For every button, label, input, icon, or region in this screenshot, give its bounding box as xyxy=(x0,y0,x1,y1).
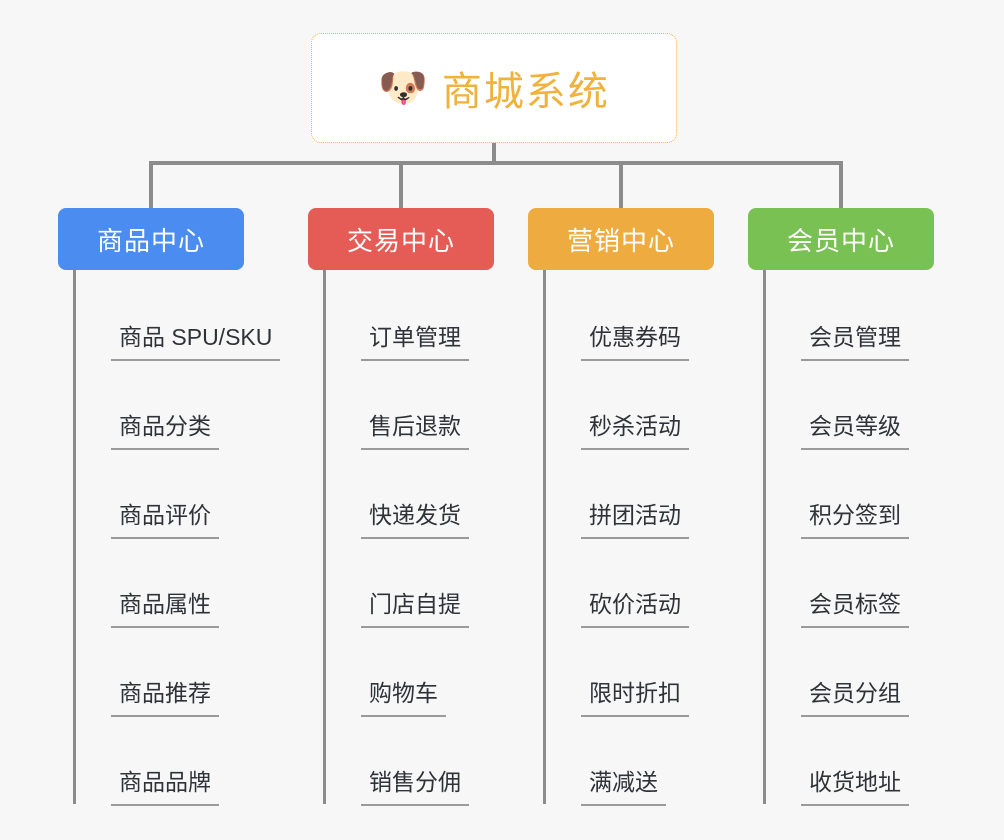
list-item[interactable]: 商品属性 xyxy=(76,537,280,628)
list-item[interactable]: 积分签到 xyxy=(766,448,934,539)
leaf-label: 会员标签 xyxy=(801,585,909,628)
list-item[interactable]: 商品评价 xyxy=(76,448,280,539)
list-item[interactable]: 商品品牌 xyxy=(76,715,280,806)
leaf-label: 会员等级 xyxy=(801,407,909,450)
list-item[interactable]: 商品推荐 xyxy=(76,626,280,717)
list-item[interactable]: 满减送 xyxy=(546,715,714,806)
list-item[interactable]: 购物车 xyxy=(326,626,494,717)
category-header-label: 会员中心 xyxy=(786,225,895,256)
leaf-label: 商品分类 xyxy=(111,407,219,450)
category-header-label: 商品中心 xyxy=(96,225,205,256)
category-column-marketing-center: 营销中心 优惠券码 秒杀活动 拼团活动 砍价活动 限时折扣 满减送 xyxy=(528,208,714,806)
leaf-label: 快递发货 xyxy=(361,496,469,539)
list-item[interactable]: 销售分佣 xyxy=(326,715,494,806)
leaf-label: 优惠券码 xyxy=(581,318,689,361)
connector-drop-trade-center xyxy=(399,161,403,208)
leaf-label: 积分签到 xyxy=(801,496,909,539)
leaf-label: 商品评价 xyxy=(111,496,219,539)
leaf-label: 会员分组 xyxy=(801,674,909,717)
category-branch-trade-center: 订单管理 售后退款 快递发货 门店自提 购物车 销售分佣 xyxy=(323,270,494,806)
leaf-label: 商品属性 xyxy=(111,585,219,628)
root-node[interactable]: 🐶 商城系统 xyxy=(311,33,677,143)
leaf-label: 会员管理 xyxy=(801,318,909,361)
list-item[interactable]: 商品 SPU/SKU xyxy=(76,270,281,361)
connector-drop-marketing-center xyxy=(619,161,623,208)
leaf-label: 订单管理 xyxy=(361,318,469,361)
leaf-label: 拼团活动 xyxy=(581,496,689,539)
category-column-product-center: 商品中心 商品 SPU/SKU 商品分类 商品评价 商品属性 商品推荐 商品品牌 xyxy=(58,208,281,806)
leaf-label: 售后退款 xyxy=(361,407,469,450)
category-branch-product-center: 商品 SPU/SKU 商品分类 商品评价 商品属性 商品推荐 商品品牌 xyxy=(73,270,281,806)
list-item[interactable]: 快递发货 xyxy=(326,448,494,539)
list-item[interactable]: 会员分组 xyxy=(766,626,934,717)
connector-horizontal-bus xyxy=(149,161,843,165)
leaf-label: 商品 SPU/SKU xyxy=(111,318,281,361)
leaf-label: 秒杀活动 xyxy=(581,407,689,450)
category-branch-member-center: 会员管理 会员等级 积分签到 会员标签 会员分组 收货地址 xyxy=(763,270,934,806)
category-column-trade-center: 交易中心 订单管理 售后退款 快递发货 门店自提 购物车 销售分佣 xyxy=(308,208,494,806)
shiba-dog-face-icon: 🐶 xyxy=(378,66,428,110)
connector-drop-member-center xyxy=(839,161,843,208)
list-item[interactable]: 订单管理 xyxy=(326,270,494,361)
leaf-label: 收货地址 xyxy=(801,763,909,806)
category-header-label: 营销中心 xyxy=(566,225,675,256)
category-header-label: 交易中心 xyxy=(346,225,455,256)
list-item[interactable]: 商品分类 xyxy=(76,359,280,450)
leaf-label: 商品品牌 xyxy=(111,763,219,806)
category-header-member-center[interactable]: 会员中心 xyxy=(748,208,934,270)
leaf-label: 销售分佣 xyxy=(361,763,469,806)
list-item[interactable]: 拼团活动 xyxy=(546,448,714,539)
category-header-marketing-center[interactable]: 营销中心 xyxy=(528,208,714,270)
leaf-label: 商品推荐 xyxy=(111,674,219,717)
root-title: 商城系统 xyxy=(441,70,610,114)
list-item[interactable]: 限时折扣 xyxy=(546,626,714,717)
list-item[interactable]: 门店自提 xyxy=(326,537,494,628)
list-item[interactable]: 会员管理 xyxy=(766,270,934,361)
category-header-product-center[interactable]: 商品中心 xyxy=(58,208,244,270)
leaf-label: 满减送 xyxy=(581,763,666,806)
leaf-label: 购物车 xyxy=(361,674,446,717)
leaf-label: 砍价活动 xyxy=(581,585,689,628)
list-item[interactable]: 会员等级 xyxy=(766,359,934,450)
list-item[interactable]: 售后退款 xyxy=(326,359,494,450)
leaf-label: 门店自提 xyxy=(361,585,469,628)
connector-root-stem xyxy=(492,143,496,165)
list-item[interactable]: 优惠券码 xyxy=(546,270,714,361)
category-column-member-center: 会员中心 会员管理 会员等级 积分签到 会员标签 会员分组 收货地址 xyxy=(748,208,934,806)
connector-drop-product-center xyxy=(149,161,153,208)
category-branch-marketing-center: 优惠券码 秒杀活动 拼团活动 砍价活动 限时折扣 满减送 xyxy=(543,270,714,806)
list-item[interactable]: 砍价活动 xyxy=(546,537,714,628)
category-header-trade-center[interactable]: 交易中心 xyxy=(308,208,494,270)
list-item[interactable]: 秒杀活动 xyxy=(546,359,714,450)
list-item[interactable]: 收货地址 xyxy=(766,715,934,806)
leaf-label: 限时折扣 xyxy=(581,674,689,717)
list-item[interactable]: 会员标签 xyxy=(766,537,934,628)
